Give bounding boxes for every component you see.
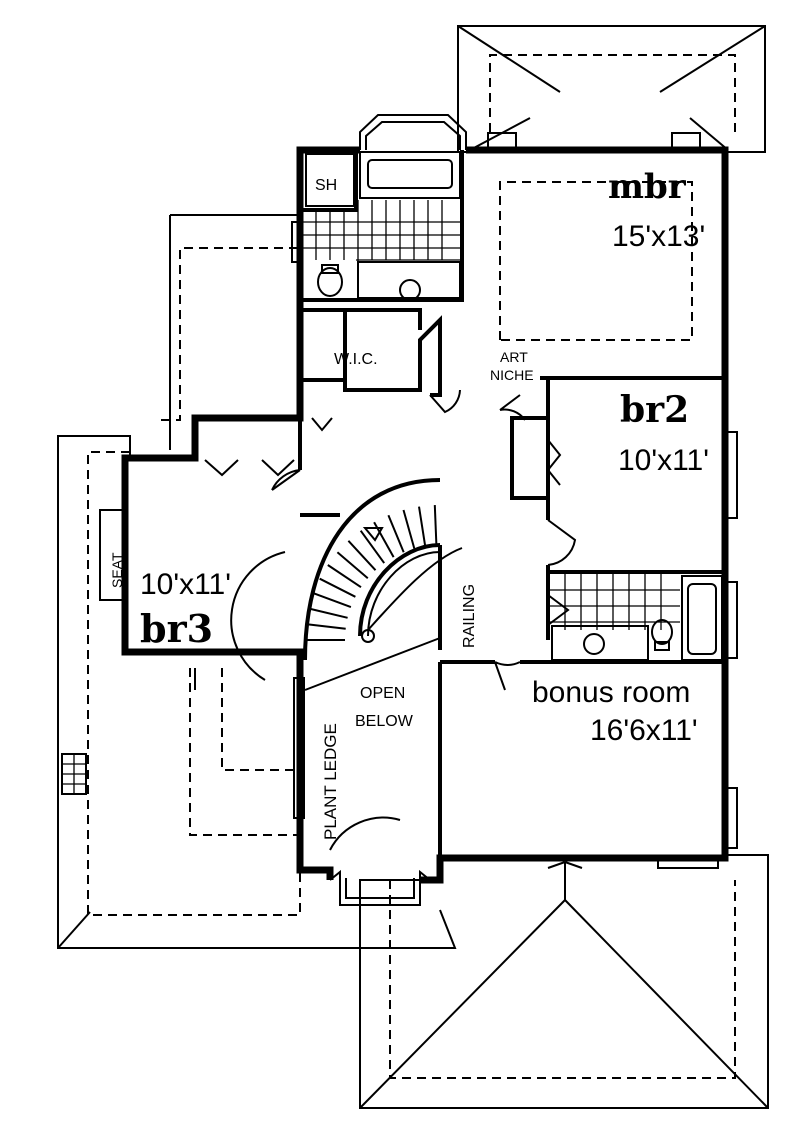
stair-tread [319,577,356,598]
stair-tread [313,592,352,609]
bonus-room-name: bonus room [532,676,690,709]
seat-label: SEAT [109,552,125,588]
stair-tread [336,551,369,580]
roof-outlines [57,25,769,1109]
stair-tread [305,623,346,630]
br2-size: 10'x11' [618,444,709,477]
stair-tread [433,505,438,546]
stair-tread [327,564,362,589]
door-swings [204,389,577,851]
annotations: SH W.I.C. ART NICHE RAILING OPEN BELOW P… [109,177,534,840]
br3-name: br3 [140,606,213,651]
stair-tread [418,506,427,547]
room-labels: mbr 15'x13' br2 10'x11' 10'x11' br3 bonu… [140,167,709,747]
windows [99,114,738,906]
bonus-room-size: 16'6x11' [590,714,698,747]
niche-label: NICHE [490,367,534,383]
dashed-lines [87,54,736,1079]
mbr-name: mbr [608,167,687,207]
chimney [61,753,87,795]
mbr-size: 15'x13' [612,220,705,253]
walls [121,146,729,884]
below-label: BELOW [355,713,414,730]
stair-tread [359,530,386,564]
open-label: OPEN [360,685,405,702]
second-bath [550,574,723,661]
master-bath [302,151,462,301]
walk-in-closet-label: W.I.C. [334,351,378,368]
br3-size: 10'x11' [140,568,231,601]
staircase [303,478,463,691]
railing-label: RAILING [461,584,478,648]
stair-tread [387,514,405,553]
art-label: ART [500,349,528,365]
stair-tread [347,540,377,571]
stair-tread [402,509,416,549]
br2-name: br2 [620,389,689,431]
shower-label: SH [315,177,337,194]
plant-ledge-label: PLANT LEDGE [321,723,340,840]
stair-tread [308,607,348,619]
